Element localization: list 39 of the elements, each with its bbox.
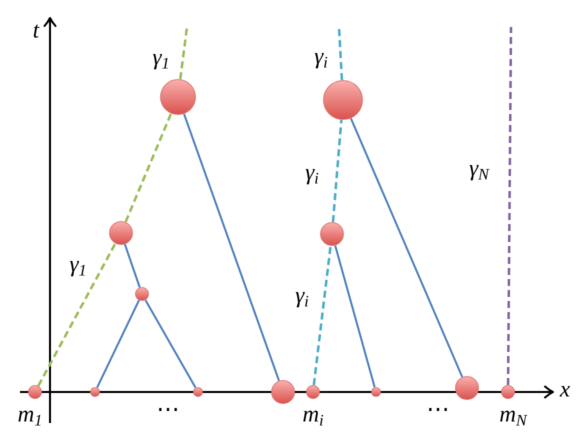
circle-node [306, 385, 320, 399]
circle-node [271, 380, 295, 404]
circle-node [320, 222, 344, 246]
circle-node [90, 387, 100, 397]
node-label: m$_{1}$ [18, 401, 42, 427]
edge-label: γ$_{N}$ [469, 155, 489, 181]
dashed-line [332, 120, 343, 222]
edge-label: γ$_{i}$ [305, 159, 319, 185]
circle-node [193, 387, 203, 397]
branch-line [144, 300, 196, 388]
edge-label: γ$_{1}$ [69, 251, 87, 277]
ellipsis-text: ⋯ [426, 396, 450, 422]
dashed-line [179, 26, 188, 80]
dashed-line [37, 242, 116, 386]
branch-line [183, 114, 280, 382]
branch-line [96, 300, 140, 388]
circle-node [160, 79, 196, 115]
branch-line [124, 244, 141, 288]
dashed-line [124, 113, 172, 222]
circle-node [371, 387, 381, 397]
node-label: m$_{i}$ [302, 401, 324, 427]
edge-label: γ$_{1}$ [152, 44, 170, 70]
circle-node [455, 376, 479, 400]
edge-label: γ$_{i}$ [314, 43, 328, 69]
edge-label: γ$_{i}$ [295, 282, 309, 308]
ellipsis-text: ⋯ [156, 396, 180, 422]
dashed-line [506, 27, 512, 385]
circle-node [28, 385, 42, 399]
axis-label: t [32, 17, 40, 43]
circle-node [109, 221, 133, 245]
circle-node [135, 287, 149, 301]
branch-line [350, 118, 464, 378]
circle-node [323, 80, 363, 120]
circle-node [501, 385, 515, 399]
node-label: m$_{N}$ [499, 401, 527, 427]
branch-line [334, 245, 376, 388]
dashed-line [338, 26, 344, 80]
axis-label: x [560, 376, 570, 402]
dashed-line [312, 246, 332, 386]
